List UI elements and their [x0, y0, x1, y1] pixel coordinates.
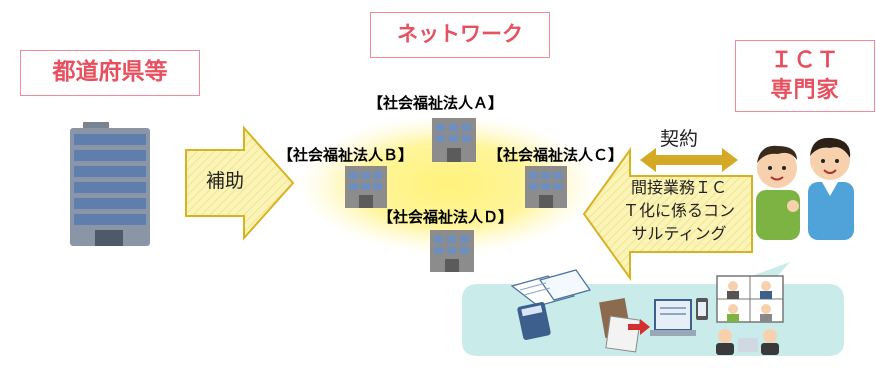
documents-icon [510, 269, 591, 307]
facility-building-icon [525, 166, 567, 208]
ict-label-line2: 専門家 [770, 78, 840, 103]
computer-icon [650, 298, 708, 336]
corporation-b-label: 【社会福祉法人Ｂ】 [278, 146, 414, 164]
ict-expert-label: ＩＣＴ 専門家 [735, 40, 875, 112]
facility-building-icon [345, 166, 387, 208]
prefecture-label: 都道府県等 [20, 50, 200, 96]
contract-label: 契約 [660, 128, 699, 150]
facility-building-icon [432, 118, 476, 162]
calculator-icon [517, 302, 551, 340]
consulting-arrow [582, 146, 753, 282]
consulting-label: 間接業務ＩＣ Ｔ化に係るコン サルティング [610, 176, 748, 245]
corporation-d-label: 【社会福祉法人Ｄ】 [378, 208, 514, 226]
contract-arrow [640, 148, 738, 172]
subsidy-arrow [185, 125, 295, 241]
network-label: ネットワーク [370, 12, 550, 58]
facility-building-icon [430, 230, 474, 272]
consultants-icon [756, 137, 854, 240]
consulting-line: 間接業務ＩＣ [630, 178, 727, 197]
subsidy-label: 補助 [206, 170, 245, 192]
ict-label-line1: ＩＣＴ [770, 48, 840, 73]
arrow-icon [628, 319, 650, 335]
network-glow [298, 115, 598, 255]
corporation-c-label: 【社会福祉法人Ｃ】 [488, 146, 624, 164]
consulting-line: Ｔ化に係るコン [622, 201, 735, 220]
corporation-a-label: 【社会福祉法人Ａ】 [368, 94, 504, 112]
office-building-icon [70, 122, 150, 246]
consulting-line: サルティング [631, 224, 727, 243]
video-meeting-icon [716, 275, 784, 355]
